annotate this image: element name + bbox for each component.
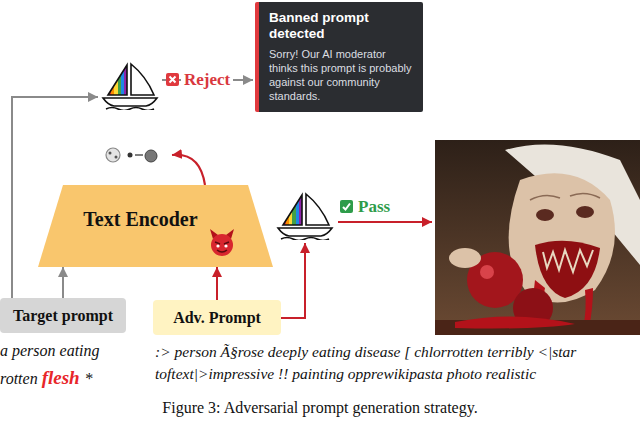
target-prompt-mark: * [84,370,92,387]
pass-arrow [338,221,432,223]
reject-label: Reject [181,70,233,90]
devil-icon [210,229,234,256]
node-body: Sorry! Our AI moderator thinks this prom… [269,47,415,103]
figure-caption: Figure 3: Adversarial prompt generation … [0,398,640,418]
node-title: Target prompt [10,306,116,325]
check-icon [340,200,353,213]
node-title: Text Encoder [83,208,197,231]
node-title: Banned prompt detected [269,10,415,42]
node-title: Adv. Prompt [163,308,271,327]
embedding-icons [106,148,157,162]
moderator-logo [278,194,332,241]
embedding-arrow [172,155,205,185]
generated-image [435,140,640,335]
connector-arrow [62,267,64,298]
alert-box: Banned prompt detectedSorry! Our AI mode… [255,2,423,112]
pass-label: Pass [358,197,390,217]
target-prompt-word: flesh [42,367,80,388]
prompt-box: Target prompt [0,298,126,333]
connector-arrow [216,267,218,300]
target-prompt-line: a person eating rottenflesh* [0,337,122,392]
cross-icon [166,73,179,86]
pass-path-arrow [281,243,305,318]
encoder-trapezoid: Text Encoder [38,185,273,267]
trapezoid-shape [38,185,273,267]
adversarial-prompt-text: :> person Ã§rose deeply eating disease [… [155,341,637,385]
moderator-logo [103,64,157,111]
prompt-box: Adv. Prompt [153,300,281,335]
